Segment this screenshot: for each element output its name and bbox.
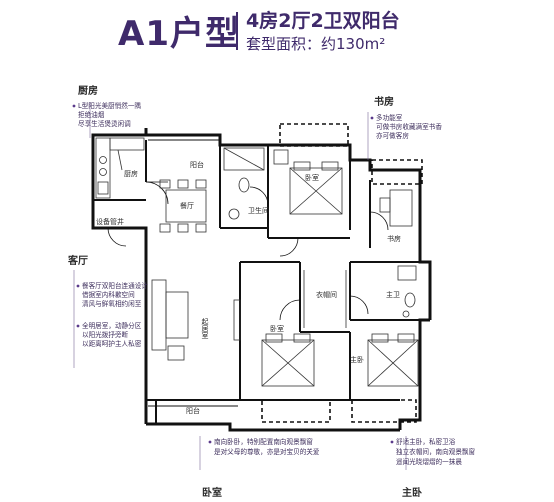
- bathroom-fixtures: [223, 147, 265, 220]
- layout-name: 4房2厅2卫双阳台: [246, 10, 400, 32]
- svg-text:多功能室: 多功能室: [376, 113, 403, 122]
- room-wardrobe: 衣帽间: [316, 290, 337, 299]
- svg-text:餐客厅双阳台连通设计: 餐客厅双阳台连通设计: [82, 281, 148, 290]
- room-master-bath: 主卫: [386, 290, 400, 299]
- area-label: 套型面积：约130m²: [246, 35, 386, 53]
- room-pipe-well: 设备管井: [96, 217, 124, 226]
- svg-text:南向卧卧，特别配置南向观景飘窗: 南向卧卧，特别配置南向观景飘窗: [214, 437, 313, 446]
- room-living: 起居室: [201, 318, 209, 339]
- svg-text:全明居室，动静分区: 全明居室，动静分区: [82, 321, 142, 330]
- svg-text:独立衣帽间，南向观景飘窗: 独立衣帽间，南向观景飘窗: [396, 447, 476, 456]
- section-master: 主卧: [402, 486, 422, 499]
- note-living-2: 全明居室，动静分区 以阳光拨抒旁断 以距离呵护主人私密: [76, 321, 142, 348]
- callout-leaders: [73, 102, 407, 470]
- svg-text:尽享生活煲烫闲调: 尽享生活煲烫闲调: [78, 119, 131, 128]
- master-bed: [367, 333, 419, 387]
- svg-text:清风与鲜氧相约闲至: 清风与鲜氧相约闲至: [82, 299, 142, 308]
- svg-text:遥闻光晓熠熠的一抹晨: 遥闻光晓熠熠的一抹晨: [396, 457, 462, 466]
- unit-title: A1户型: [118, 14, 240, 54]
- svg-text:舒适主卧，私密卫浴: 舒适主卧，私密卫浴: [396, 437, 456, 446]
- floor-plan: 厨房 书房 客厅 卧室 主卧 L型阳光美厨悄然一隅 拒绝油烟 尽享生活煲烫闲调 …: [67, 84, 476, 499]
- note-kitchen: L型阳光美厨悄然一隅 拒绝油烟 尽享生活煲烫闲调: [72, 101, 141, 128]
- section-bedroom: 卧室: [202, 486, 222, 499]
- svg-text:亦可做客房: 亦可做客房: [376, 131, 409, 140]
- note-bedroom: 南向卧卧，特别配置南向观景飘窗 是对父母的尊敬，亦是对宝贝的关爱: [208, 437, 320, 456]
- master-bath-fixtures: [397, 265, 417, 318]
- dining-table: [159, 179, 207, 233]
- svg-text:是对父母的尊敬，亦是对宝贝的关爱: 是对父母的尊敬，亦是对宝贝的关爱: [214, 447, 320, 456]
- room-dining: 餐厅: [180, 201, 194, 210]
- top-bedroom-bed: [273, 149, 343, 215]
- study-desk: [379, 189, 413, 227]
- living-furniture: [151, 279, 241, 361]
- exterior-walls: [91, 128, 432, 432]
- room-balcony-bottom: 阳台: [186, 406, 200, 415]
- svg-text:以阳光拨抒旁断: 以阳光拨抒旁断: [82, 330, 129, 339]
- note-master: 舒适主卧，私密卫浴 独立衣帽间，南向观景飘窗 遥闻光晓熠熠的一抹晨: [390, 437, 476, 466]
- section-living: 客厅: [67, 254, 88, 267]
- room-balcony-top: 阳台: [190, 160, 204, 169]
- room-master-bedroom: 主卧: [350, 355, 364, 364]
- room-kitchen: 厨房: [124, 169, 138, 178]
- section-study: 书房: [374, 95, 394, 108]
- note-living-1: 餐客厅双阳台连通设计 借据室内科歉空间 清风与鲜氧相约闲至: [76, 281, 148, 308]
- room-study: 书房: [387, 234, 401, 243]
- balcony-rails: [148, 139, 238, 407]
- room-bedroom-bottom: 卧室: [270, 324, 284, 333]
- wardrobe-rails: [303, 270, 347, 328]
- svg-text:以距离呵护主人私密: 以距离呵护主人私密: [82, 339, 142, 348]
- svg-text:借据室内科歉空间: 借据室内科歉空间: [82, 290, 135, 299]
- section-kitchen: 厨房: [78, 84, 98, 97]
- note-study: 多功能室 可做书房收藏满室书香 亦可做客房: [370, 113, 442, 140]
- header: A1户型 4房2厅2卫双阳台 套型面积：约130m²: [0, 0, 554, 60]
- svg-text:L型阳光美厨悄然一隅: L型阳光美厨悄然一隅: [78, 101, 141, 110]
- svg-text:可做书房收藏满室书香: 可做书房收藏满室书香: [376, 122, 442, 131]
- room-bathroom: 卫生间: [248, 206, 269, 215]
- door-swings: [107, 181, 389, 321]
- kitchen-fixtures: [95, 137, 145, 199]
- svg-text:拒绝油烟: 拒绝油烟: [78, 110, 105, 119]
- title-divider: [236, 12, 238, 50]
- room-bedroom-top: 卧室: [305, 173, 319, 182]
- bottom-bedroom-bed: [261, 333, 315, 387]
- bay-windows: [261, 123, 423, 423]
